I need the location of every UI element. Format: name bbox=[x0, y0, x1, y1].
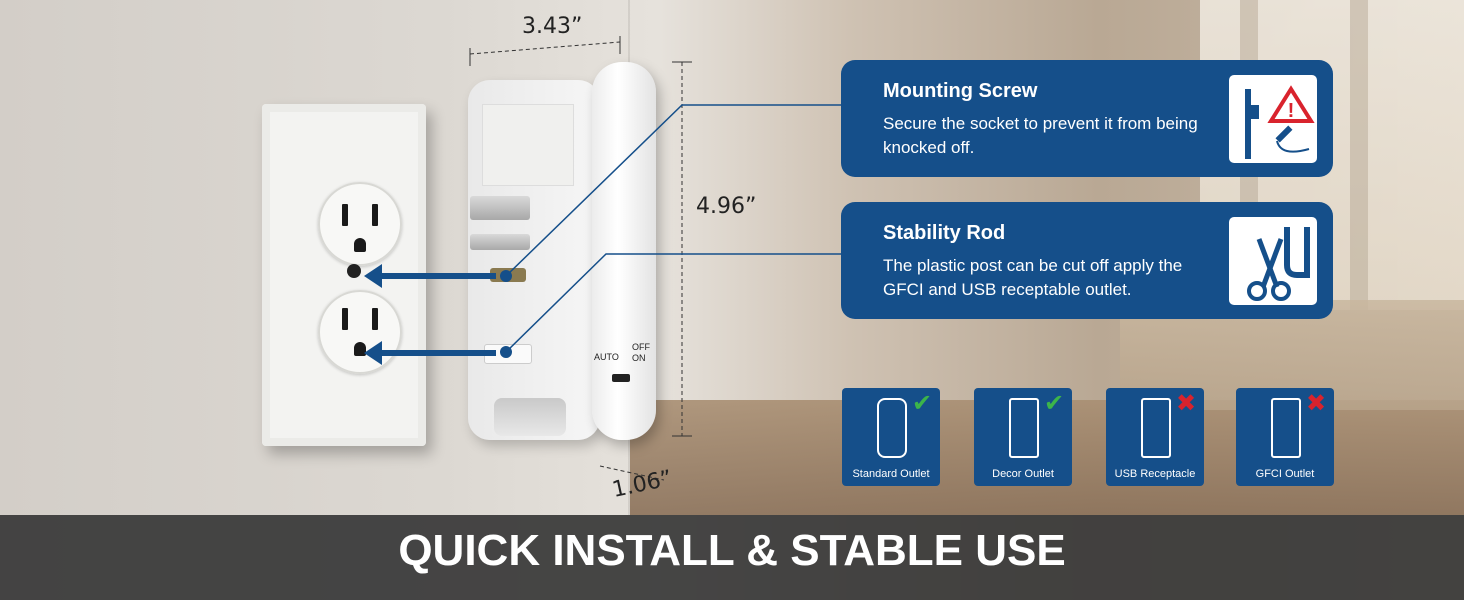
compat-decor-outlet: ✔ Decor Outlet bbox=[974, 388, 1072, 486]
night-light-sensor bbox=[494, 398, 566, 436]
height-dimension: 4.96” bbox=[696, 194, 757, 219]
callout-description: The plastic post can be cut off apply th… bbox=[883, 256, 1183, 299]
callout-mounting-screw: Mounting Screw Secure the socket to prev… bbox=[841, 60, 1333, 177]
plug-prong bbox=[470, 196, 530, 220]
compat-label: USB Receptacle bbox=[1114, 468, 1196, 480]
switch-auto-label: AUTO bbox=[594, 352, 619, 362]
compat-gfci-outlet: ✖ GFCI Outlet bbox=[1236, 388, 1334, 486]
scissors-cut-rod-icon bbox=[1229, 217, 1317, 305]
callout-stability-rod: Stability Rod The plastic post can be cu… bbox=[841, 202, 1333, 319]
mode-switch[interactable] bbox=[612, 374, 630, 382]
svg-text:!: ! bbox=[1288, 100, 1295, 122]
cross-icon: ✖ bbox=[1176, 390, 1197, 417]
callout-title: Mounting Screw bbox=[883, 80, 1038, 102]
compat-label: Decor Outlet bbox=[992, 468, 1054, 480]
width-dimension: 3.43” bbox=[522, 14, 583, 39]
switch-on-label: ON bbox=[632, 353, 646, 363]
check-icon: ✔ bbox=[1044, 390, 1065, 417]
banner-title: QUICK INSTALL & STABLE USE bbox=[398, 526, 1066, 575]
compat-standard-outlet: ✔ Standard Outlet bbox=[842, 388, 940, 486]
plug-prong bbox=[470, 234, 530, 250]
callout-description: Secure the socket to prevent it from bei… bbox=[883, 114, 1198, 157]
device-rating-label bbox=[482, 104, 574, 186]
outlet-top bbox=[318, 182, 402, 266]
mounting-screw-warning-icon: ! bbox=[1229, 75, 1317, 163]
callout-title: Stability Rod bbox=[883, 222, 1006, 244]
bottom-banner bbox=[0, 515, 1464, 600]
compat-usb-receptacle: ✖ USB Receptacle bbox=[1106, 388, 1204, 486]
outlet-bottom bbox=[318, 290, 402, 374]
switch-off-label: OFF bbox=[632, 342, 650, 352]
center-screw-hole bbox=[347, 264, 361, 278]
compat-label: GFCI Outlet bbox=[1255, 468, 1315, 480]
check-icon: ✔ bbox=[912, 390, 933, 417]
compat-label: Standard Outlet bbox=[852, 468, 930, 480]
cross-icon: ✖ bbox=[1306, 390, 1327, 417]
